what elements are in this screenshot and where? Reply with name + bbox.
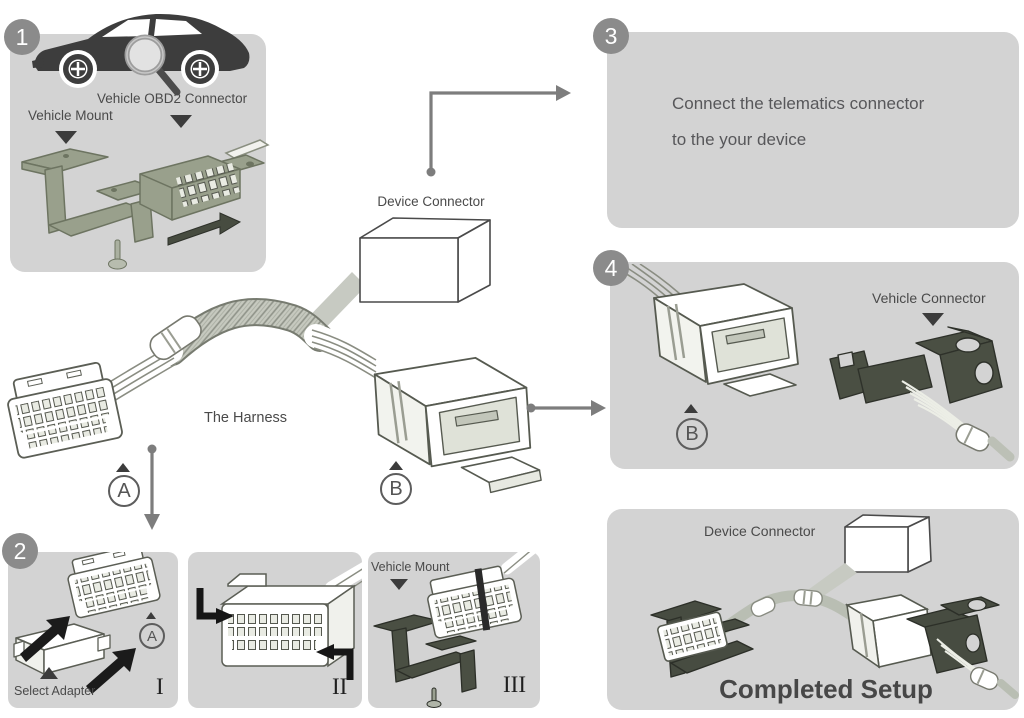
arrow-to-step2-head <box>144 514 160 530</box>
obd2-pointer-icon <box>170 115 192 128</box>
select-adapter-pointer-icon <box>40 667 58 679</box>
panel1-numeral: I <box>156 674 164 699</box>
step2-connector-iii <box>427 552 538 639</box>
step4-marker-pointer-icon <box>684 404 698 413</box>
completed-setup-illustration <box>650 514 1019 699</box>
completed-setup-title: Completed Setup <box>719 674 933 704</box>
step2-badge: 2 <box>2 533 38 569</box>
sleeve-a <box>149 315 202 361</box>
car-wheel-left <box>59 50 97 88</box>
car-wheel-right <box>181 50 219 88</box>
step2-mount <box>373 614 477 693</box>
arrow-to-step4-head <box>591 400 606 416</box>
arrow-to-step3-head <box>556 85 571 101</box>
panel3-vehicle-mount-label: Vehicle Mount <box>371 560 450 574</box>
mount-connector-illustration <box>373 552 538 708</box>
completed-device-cube <box>844 514 932 573</box>
obd2-connector-illustration <box>139 139 270 246</box>
insert-arrows <box>20 616 136 694</box>
vehicle-connector-label: Vehicle Connector <box>872 290 986 306</box>
marker-a: A <box>108 475 140 507</box>
obd2-connector-label: Vehicle OBD2 Connector <box>97 91 248 106</box>
completed-device-connector-label: Device Connector <box>704 523 816 539</box>
step3-text-line2: to the your device <box>672 130 807 149</box>
step2-connector-a <box>67 552 161 619</box>
panel3-mount-pointer-icon <box>390 579 408 590</box>
panel1-marker-pointer-icon <box>146 612 156 619</box>
magnifier-icon <box>124 34 181 96</box>
install-arrow-icon <box>167 212 242 246</box>
step2-screw <box>426 687 442 708</box>
vehicle-mount-illustration <box>21 148 158 270</box>
step4-vehicle-connector <box>829 326 1015 462</box>
step4-harness-connector <box>615 264 799 397</box>
step1-badge: 1 <box>4 19 40 55</box>
device-connector-cube <box>296 217 491 344</box>
marker-a-pointer-icon <box>116 463 130 472</box>
latch-arrows <box>196 588 354 680</box>
step4-marker-b: B <box>676 418 708 450</box>
mount-pointer-icon <box>55 131 77 144</box>
harness-label: The Harness <box>204 410 288 426</box>
step3-badge: 3 <box>593 18 629 54</box>
select-adapter-illustration <box>13 552 161 694</box>
connector-b <box>373 356 542 494</box>
select-adapter-label: Select Adapter <box>14 684 96 698</box>
step4-sleeve <box>955 423 991 452</box>
vehicle-mount-label: Vehicle Mount <box>28 108 113 123</box>
car-illustration <box>32 13 250 96</box>
panel2-numeral: II <box>332 674 348 699</box>
marker-b-pointer-icon <box>389 461 403 470</box>
screw-icon <box>108 239 127 270</box>
completed-left-mount <box>650 600 754 678</box>
panel1-marker-a: A <box>139 623 165 649</box>
device-connector-label: Device Connector <box>377 194 485 209</box>
step3-panel <box>607 32 1019 228</box>
connector-a <box>7 361 123 459</box>
latch-connector-illustration <box>196 562 362 680</box>
step4-badge: 4 <box>593 250 629 286</box>
panel3-numeral: III <box>503 672 526 697</box>
marker-b: B <box>380 473 412 505</box>
step3-text-line1: Connect the telematics connector <box>672 94 925 113</box>
completed-right-assembly <box>844 594 1019 699</box>
vehicle-connector-pointer-icon <box>922 313 944 326</box>
step2-connector-ii <box>219 562 362 668</box>
harness-illustration <box>7 217 542 494</box>
